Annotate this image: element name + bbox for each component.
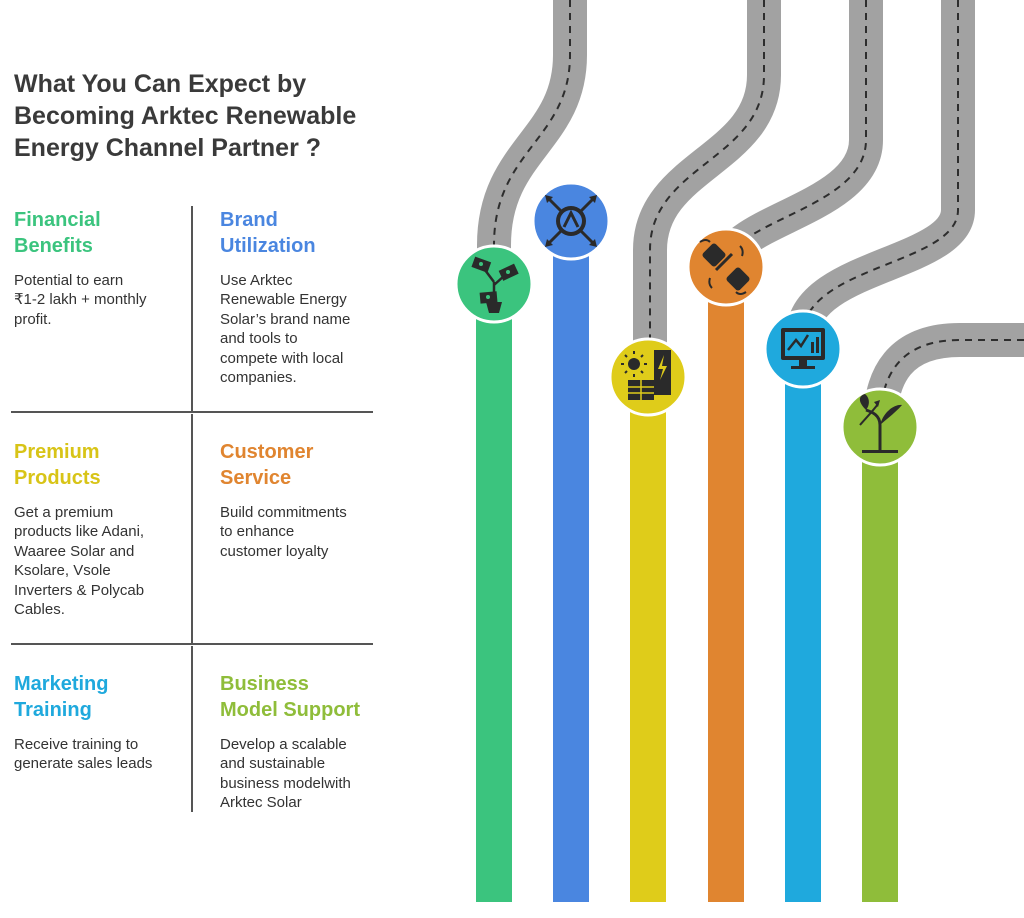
solar-panel-icon <box>608 337 688 417</box>
benefit-products: Premium Products Get a premium products … <box>14 439 174 619</box>
benefit-description: Get a premium products like Adani, Waare… <box>14 504 145 619</box>
benefit-heading: Marketing Training <box>14 673 109 721</box>
benefit-description: Use Arktec Renewable Energy Solar’s bran… <box>220 272 351 387</box>
benefit-business-model: Business Model Support Develop a scalabl… <box>220 671 380 813</box>
benefit-description: Build commitments to enhance customer lo… <box>220 504 347 560</box>
grid-divider-vertical-3 <box>191 646 193 812</box>
grid-divider-horizontal-2 <box>11 643 373 645</box>
page-title: What You Can Expect by Becoming Arktec R… <box>14 70 357 162</box>
road-4 <box>786 0 975 338</box>
growing-plant-icon <box>840 387 920 467</box>
benefit-description: Potential to earn ₹1-2 lakh + monthly pr… <box>14 272 147 328</box>
grid-divider-vertical-1 <box>191 206 193 412</box>
benefit-heading: Financial Benefits <box>14 209 101 257</box>
bar-service <box>708 268 744 902</box>
benefit-marketing: Marketing Training Receive training to g… <box>14 671 174 774</box>
road-1 <box>477 0 587 282</box>
benefit-financial: Financial Benefits Potential to earn ₹1-… <box>14 207 174 329</box>
benefit-heading: Premium Products <box>14 441 101 489</box>
bar-marketing <box>785 350 821 902</box>
benefit-heading: Customer Service <box>220 441 314 489</box>
benefit-heading: Business Model Support <box>220 673 360 721</box>
benefit-description: Develop a scalable and sustainable busin… <box>220 736 351 812</box>
bar-products <box>630 378 666 902</box>
bar-financial <box>476 284 512 902</box>
monitor-chart-icon <box>763 309 843 389</box>
benefit-heading: Brand Utilization <box>220 209 316 257</box>
benefit-description: Receive training to generate sales leads <box>14 736 153 773</box>
bar-brand <box>553 222 589 902</box>
bar-business <box>862 428 898 902</box>
grid-divider-horizontal-1 <box>11 411 373 413</box>
money-plant-icon <box>454 244 534 324</box>
road-2 <box>633 0 781 378</box>
benefit-service: Customer Service Build commitments to en… <box>220 439 380 561</box>
handshake-icon <box>686 227 766 307</box>
benefit-brand: Brand Utilization Use Arktec Renewable E… <box>220 207 380 387</box>
grid-divider-vertical-2 <box>191 414 193 644</box>
shield-swords-icon <box>531 181 611 261</box>
